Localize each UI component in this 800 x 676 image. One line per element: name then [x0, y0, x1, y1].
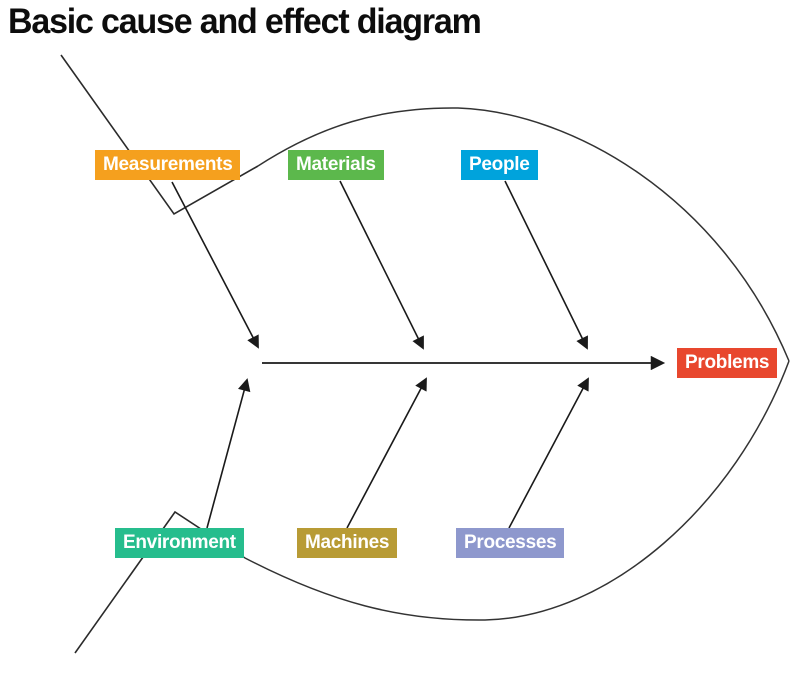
- branch-materials: [339, 180, 424, 350]
- body-outline-upper: [257, 107, 790, 362]
- cause-label-people: People: [461, 150, 538, 180]
- cause-label-measurements: Measurements: [95, 150, 241, 180]
- branch-measurements: [171, 181, 259, 349]
- branch-environment: [206, 378, 251, 529]
- cause-label-materials: Materials: [288, 150, 384, 180]
- branch-processes: [508, 377, 589, 529]
- effect-label-problems: Problems: [677, 348, 778, 378]
- branch-machines: [346, 377, 427, 529]
- branch-people: [504, 180, 588, 350]
- tail-line-top: [60, 54, 259, 216]
- body-outline-lower: [244, 360, 790, 621]
- cause-label-environment: Environment: [115, 528, 244, 558]
- page-title: Basic cause and effect diagram: [8, 2, 482, 41]
- cause-label-processes: Processes: [456, 528, 565, 558]
- cause-label-machines: Machines: [297, 528, 398, 558]
